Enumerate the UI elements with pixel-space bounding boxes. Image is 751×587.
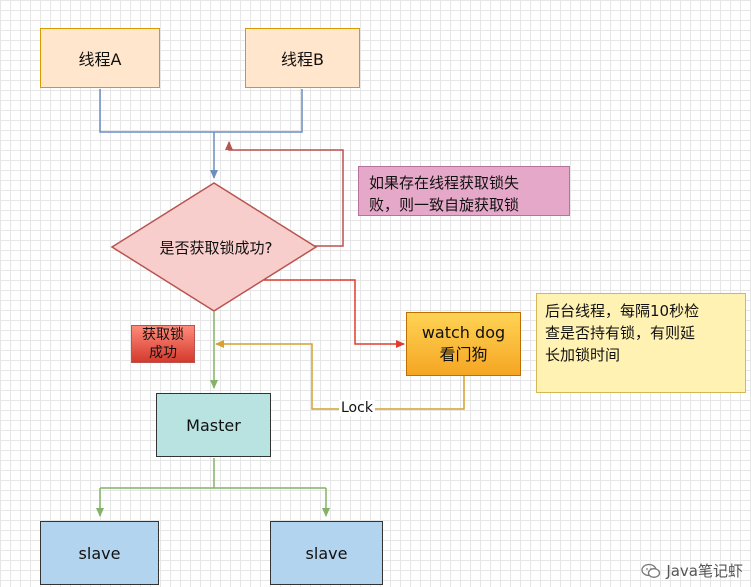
thread-a-label: 线程A <box>78 50 122 69</box>
wechat-icon <box>641 563 661 578</box>
watchdog-label-line-2: 看门狗 <box>439 345 488 364</box>
success-badge-line-2: 成功 <box>149 345 177 361</box>
thread-a-node: 线程A <box>40 28 160 88</box>
edge-decision-to-watchdog <box>264 279 405 348</box>
success-badge: 获取锁 成功 <box>131 325 195 363</box>
slave-left-label: slave <box>78 543 121 563</box>
thread-b-label: 线程B <box>281 50 324 69</box>
slave-left-node: slave <box>40 521 159 585</box>
edge-thread-a-to-decision <box>99 89 214 133</box>
edge-retry-loop <box>225 141 344 247</box>
watchdog-note-line-2: 查是否持有锁，有则延 <box>545 324 696 342</box>
watermark-text: Java笔记虾 <box>666 562 743 580</box>
watchdog-label-line-1: watch dog <box>421 323 506 342</box>
watermark: Java笔记虾 <box>641 560 743 581</box>
decision-label: 是否获取锁成功? <box>159 238 273 257</box>
watchdog-note-line-1: 后台线程，每隔10秒检 <box>545 302 700 320</box>
lock-edge-label: Lock <box>339 400 375 416</box>
master-label: Master <box>186 415 241 435</box>
watchdog-note: 后台线程，每隔10秒检 查是否持有锁，有则延 长加锁时间 <box>536 293 746 393</box>
slave-right-node: slave <box>270 521 383 585</box>
retry-note-line-2: 败，则一致自旋获取锁 <box>369 196 520 214</box>
slave-right-label: slave <box>305 543 348 563</box>
watchdog-note-line-3: 长加锁时间 <box>545 346 621 364</box>
thread-b-node: 线程B <box>245 28 360 88</box>
master-node: Master <box>156 393 271 457</box>
retry-note: 如果存在线程获取锁失 败，则一致自旋获取锁 <box>358 166 570 216</box>
edge-thread-b-to-decision <box>214 89 303 133</box>
watchdog-node: watch dog 看门狗 <box>406 312 521 376</box>
retry-note-line-1: 如果存在线程获取锁失 <box>369 174 520 192</box>
success-badge-line-1: 获取锁 <box>142 327 184 343</box>
